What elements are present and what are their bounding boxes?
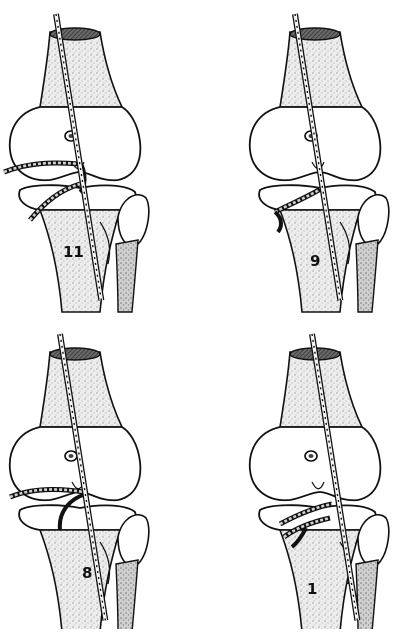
panel-2-label: 9 bbox=[310, 252, 320, 270]
knee-panel-4: 1 bbox=[250, 334, 389, 629]
knee-panel-1: 11 bbox=[4, 14, 149, 312]
knee-panel-3: 8 bbox=[10, 334, 149, 629]
panel-1-label: 11 bbox=[63, 243, 84, 261]
knee-panel-2: 9 bbox=[250, 14, 389, 312]
panel-3-label: 8 bbox=[82, 564, 92, 582]
panel-4-label: 1 bbox=[307, 580, 317, 598]
